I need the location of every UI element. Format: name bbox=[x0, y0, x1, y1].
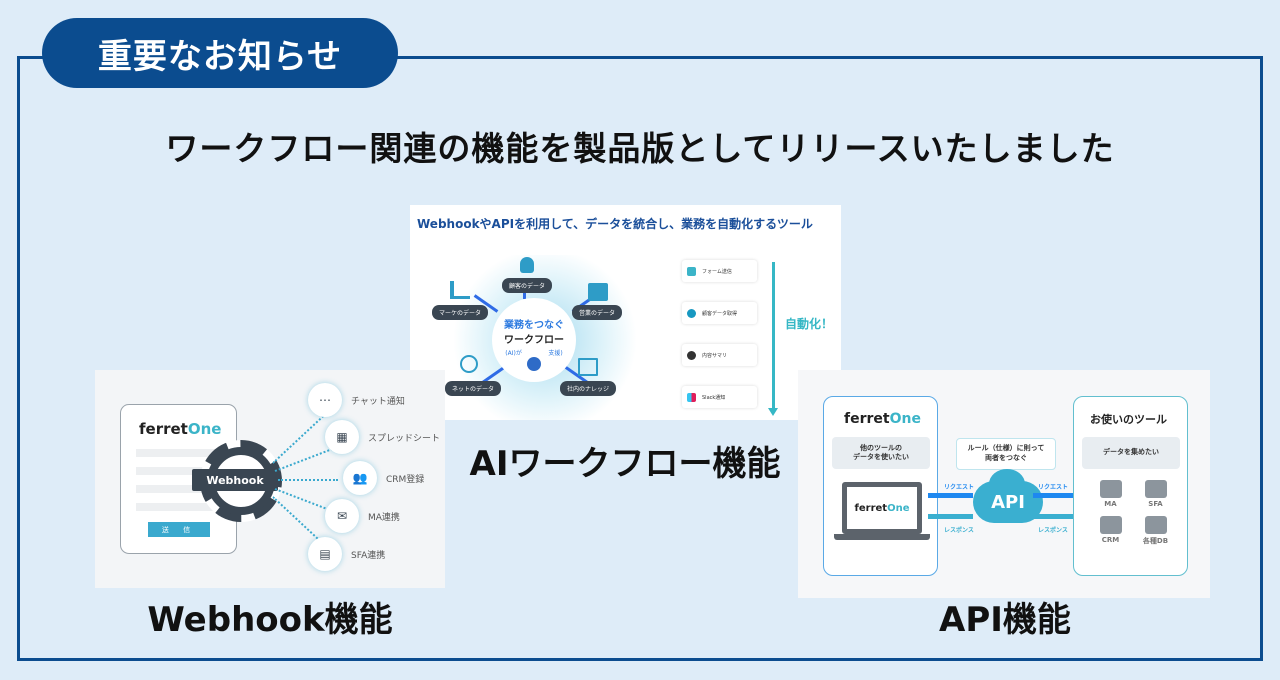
chat-bubble-icon: ⋯ bbox=[308, 383, 342, 417]
rule-bubble: ルール（仕様）に則って 両者をつなぐ bbox=[956, 438, 1056, 470]
form-field bbox=[136, 503, 231, 511]
flow-step: 顧客データ取得 bbox=[682, 302, 757, 324]
api-cloud-icon: API bbox=[973, 469, 1043, 523]
user-tools-title: お使いのツール bbox=[1090, 413, 1167, 426]
node-sales-data: 営業のデータ bbox=[572, 305, 623, 320]
tool-ma: MA bbox=[1088, 480, 1133, 508]
form-card: ferretOne 送 信 bbox=[120, 404, 237, 554]
arrow-down-icon bbox=[768, 408, 778, 416]
output-crm: 👥 CRM登録 bbox=[343, 461, 424, 495]
output-spreadsheet: ▦ スプレッドシート bbox=[325, 420, 440, 454]
automation-label: 自動化！ bbox=[785, 317, 834, 331]
ferretone-box: ferretOne 他のツールの データを使いたい ferretOne bbox=[823, 396, 938, 576]
request-arrow-left bbox=[928, 493, 973, 498]
form-field bbox=[136, 449, 231, 457]
response-label-left: レスポンス bbox=[944, 527, 974, 534]
openai-icon bbox=[687, 350, 696, 360]
flow-step: 内容サマリ bbox=[682, 344, 757, 366]
dotted-arrow bbox=[272, 413, 327, 464]
person-icon bbox=[520, 257, 534, 273]
people-icon bbox=[1099, 516, 1122, 534]
output-ma: ✉ MA連携 bbox=[325, 499, 400, 533]
badge-label: 重要なお知らせ bbox=[97, 36, 343, 77]
ferretone-icon bbox=[687, 266, 696, 276]
node-marketing-data: マーケのデータ bbox=[432, 305, 489, 320]
mail-gear-icon bbox=[1099, 480, 1122, 498]
slack-icon bbox=[687, 392, 696, 402]
webhook-image: ferretOne 送 信 Webhook ⋯ チャット通知 ▦ スプレッドシー… bbox=[95, 370, 445, 588]
form-field bbox=[136, 485, 231, 493]
notice-frame bbox=[17, 56, 1263, 661]
ferretone-need-bubble: 他のツールの データを使いたい bbox=[832, 437, 930, 469]
ai-workflow-caption: AIワークフロー機能 bbox=[469, 444, 781, 484]
chart-search-icon bbox=[450, 281, 470, 299]
laptop-icon: ferretOne bbox=[842, 482, 922, 534]
response-label-right: レスポンス bbox=[1038, 527, 1068, 534]
send-button: 送 信 bbox=[148, 522, 210, 537]
webhook-gear-label: Webhook bbox=[192, 469, 278, 491]
automation-flow: フォーム送信 顧客データ取得 内容サマリ Slack通知 bbox=[682, 260, 757, 420]
form-field bbox=[136, 467, 231, 475]
spreadsheet-icon: ▦ bbox=[325, 420, 359, 454]
ai-workflow-image: WebhookやAPIを利用して、データを統合し、業務を自動化するツール 業務を… bbox=[410, 205, 841, 420]
hub-line1: 業務をつなぐ bbox=[504, 320, 564, 331]
output-chat: ⋯ チャット通知 bbox=[308, 383, 405, 417]
output-sfa: ▤ SFA連携 bbox=[308, 537, 385, 571]
headline: ワークフロー関連の機能を製品版としてリリースいたしました bbox=[165, 129, 1115, 168]
book-icon bbox=[578, 358, 598, 376]
sfa-gear-icon: ▤ bbox=[308, 537, 342, 571]
tool-db: 各種DB bbox=[1133, 516, 1178, 546]
tool-sfa: SFA bbox=[1133, 480, 1178, 508]
ai-image-title: WebhookやAPIを利用して、データを統合し、業務を自動化するツール bbox=[417, 217, 813, 231]
node-net-data: ネットのデータ bbox=[445, 381, 502, 396]
response-arrow-left bbox=[928, 514, 973, 519]
laptop-base bbox=[834, 534, 930, 540]
request-label-right: リクエスト bbox=[1038, 484, 1069, 491]
ferretone-logo: ferretOne bbox=[844, 411, 921, 427]
sfa-gear-icon bbox=[1144, 480, 1167, 498]
user-tools-need-bubble: データを集めたい bbox=[1082, 437, 1180, 469]
globe-icon bbox=[460, 355, 478, 373]
workflow-hub: 業務をつなぐ ワークフロー (AI)が 支援) bbox=[492, 298, 576, 382]
user-tools-box: お使いのツール データを集めたい bbox=[1073, 396, 1188, 576]
salesforce-icon bbox=[687, 308, 696, 318]
settings-card-icon bbox=[588, 283, 608, 301]
mail-gear-icon: ✉ bbox=[325, 499, 359, 533]
automation-arrow bbox=[772, 262, 775, 412]
tool-crm: CRM bbox=[1088, 516, 1133, 546]
flow-step: Slack通知 bbox=[682, 386, 757, 408]
ferretone-logo: ferretOne bbox=[139, 420, 222, 438]
important-notice-badge: 重要なお知らせ bbox=[42, 18, 398, 88]
request-arrow-right bbox=[1033, 493, 1078, 498]
hub-left-tag: (AI)が bbox=[505, 350, 522, 357]
node-internal-knowledge: 社内のナレッジ bbox=[560, 381, 617, 396]
database-icon bbox=[1144, 516, 1167, 534]
tool-grid: MA SFA CRM 各種DB bbox=[1088, 480, 1178, 546]
dotted-arrow bbox=[278, 479, 338, 481]
people-icon: 👥 bbox=[343, 461, 377, 495]
api-caption: API機能 bbox=[939, 600, 1071, 640]
node-customer-data: 顧客のデータ bbox=[502, 278, 553, 293]
response-arrow-right bbox=[1033, 514, 1078, 519]
ai-assistant-icon bbox=[527, 357, 541, 371]
flow-step: フォーム送信 bbox=[682, 260, 757, 282]
hub-right-tag: 支援) bbox=[548, 350, 563, 357]
api-image: ferretOne 他のツールの データを使いたい ferretOne ルール（… bbox=[798, 370, 1210, 598]
hub-line2: ワークフロー bbox=[504, 335, 564, 346]
webhook-caption: Webhook機能 bbox=[147, 600, 393, 640]
request-label-left: リクエスト bbox=[944, 484, 975, 491]
